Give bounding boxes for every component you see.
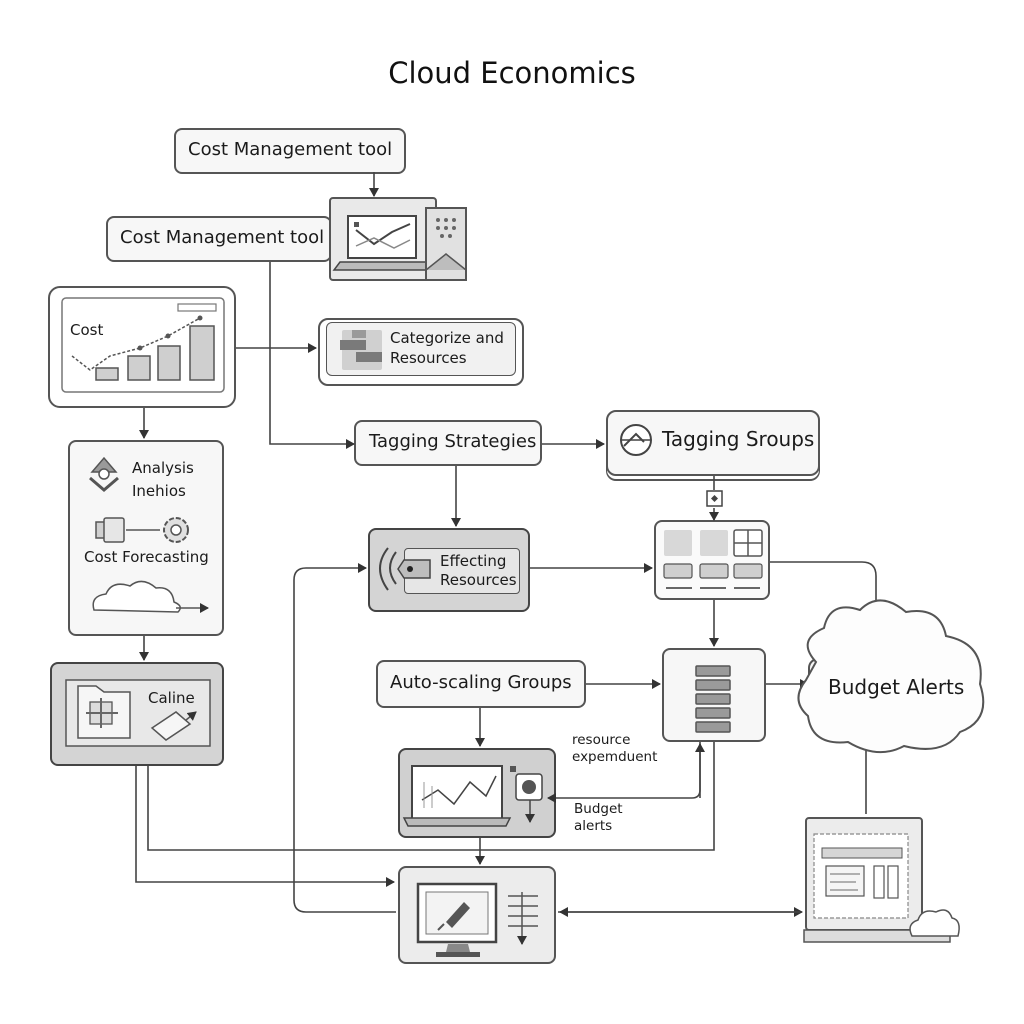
- cost-chart-label: Cost: [70, 321, 104, 339]
- effecting-resources-label-1: Effecting: [440, 552, 507, 570]
- cost-management-tool-label: Cost Management tool: [120, 227, 325, 248]
- tag-icon: [379, 547, 431, 591]
- tagging-strategies[interactable]: [354, 420, 542, 466]
- connector-caline-to-desktop: [135, 766, 395, 887]
- tagging-strategies-label: Tagging Strategies: [369, 431, 537, 452]
- connector-node-icon: [706, 490, 723, 507]
- desktop-rocket-icon: [416, 882, 538, 957]
- cost-management-tool-top[interactable]: [174, 128, 406, 174]
- resource-expenditure-label-1: resource: [572, 732, 631, 748]
- bar-chart-icon: [61, 297, 225, 393]
- gear-icon: [95, 517, 189, 543]
- effecting-resources-label-2: Resources: [440, 571, 517, 589]
- cost-management-tool-top-label: Cost Management tool: [188, 139, 393, 160]
- auto-scaling-groups[interactable]: [376, 660, 586, 708]
- caline-label: Caline: [148, 689, 195, 707]
- connector-mgmt-to-tagging: [269, 262, 355, 449]
- analysis-label-2: Inehios: [132, 482, 186, 500]
- tagging-groups-label: Tagging Sroups: [662, 427, 815, 451]
- dashboard-grid-icon: [663, 529, 763, 589]
- cost-chart-box[interactable]: [48, 286, 236, 408]
- server-stack-icon: [695, 665, 731, 733]
- categorize-resources-label-1: Categorize and: [390, 329, 504, 347]
- monitor-chart-icon: [402, 765, 543, 827]
- connector-dashboard-to-budget: [770, 561, 881, 619]
- tag-groups-icon: [620, 424, 652, 456]
- tag-icon: [340, 330, 382, 370]
- cost-forecasting-label: Cost Forecasting: [84, 548, 209, 566]
- budget-alerts-label: Budget Alerts: [828, 675, 965, 699]
- connector-desktop-loop: [293, 563, 396, 913]
- cloud-icon: [92, 580, 209, 613]
- laptop-chart-icon: [329, 197, 437, 281]
- budget-alerts-small-label-1: Budget: [574, 801, 623, 817]
- connector-server-down: [147, 742, 715, 851]
- categorize-resources-label-2: Resources: [390, 349, 467, 367]
- recycle-icon: [89, 456, 119, 492]
- budget-alerts-small-label-2: alerts: [574, 818, 613, 834]
- budget-cloud-shape: [797, 599, 985, 753]
- cost-management-tool[interactable]: [106, 216, 332, 262]
- flowchart-icon: [65, 679, 211, 747]
- cloud-small-icon: [909, 909, 960, 937]
- connectors: [135, 172, 881, 917]
- analysis-label-1: Analysis: [132, 459, 194, 477]
- auto-scaling-groups-label: Auto-scaling Groups: [390, 672, 572, 693]
- page-title: Cloud Economics: [388, 56, 636, 90]
- resource-expenditure-label-2: expemduent: [572, 749, 658, 765]
- server-cabinet-icon: [425, 207, 467, 281]
